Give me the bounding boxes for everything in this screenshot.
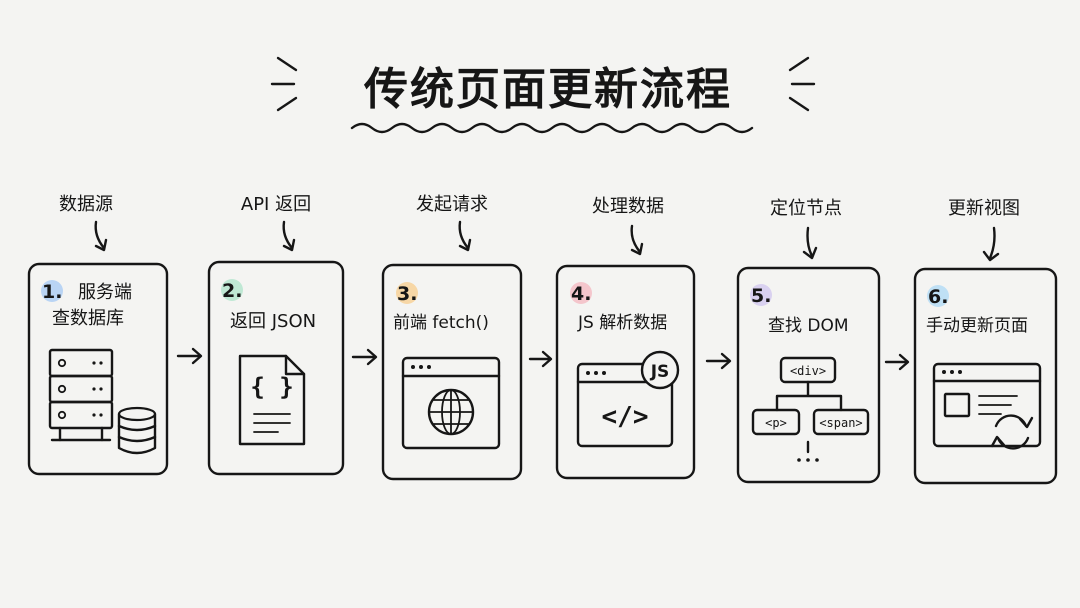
step-4-caption: 处理数据 (592, 196, 664, 217)
step-3-badge (396, 282, 418, 304)
server-database-icon (48, 348, 157, 455)
step-1-number: 1. (42, 281, 62, 303)
js-code-window-icon: </> JS (576, 350, 680, 448)
connector-arrow-4 (705, 352, 732, 370)
title-accent-right (788, 56, 816, 112)
step-6-badge (927, 285, 949, 307)
title-underline-wave (350, 122, 754, 134)
diagram-title: 传统页面更新流程 (363, 64, 732, 115)
caption-arrow-3 (458, 220, 472, 252)
step-1-line-1: 服务端 (78, 282, 132, 303)
js-badge-text: JS (650, 362, 670, 382)
connector-arrow-1 (176, 347, 203, 365)
step-1-caption: 数据源 (59, 194, 113, 215)
caption-arrow-5 (802, 226, 818, 260)
step-2-line-1: 返回 JSON (230, 311, 316, 332)
step-5-line-1: 查找 DOM (768, 316, 849, 336)
browser-globe-icon (401, 356, 501, 450)
caption-arrow-2 (282, 220, 296, 252)
dom-root-node: <div> (790, 364, 826, 378)
step-4-number: 4. (571, 283, 591, 305)
step-2-badge (221, 279, 243, 301)
step-3-box (381, 263, 523, 481)
title-accent-left (270, 56, 298, 112)
refresh-window-icon (932, 362, 1042, 450)
connector-arrow-5 (884, 353, 910, 371)
step-6-line-1: 手动更新页面 (926, 316, 1028, 336)
caption-arrow-4 (630, 224, 644, 256)
step-3-number: 3. (397, 283, 417, 305)
step-2-caption: API 返回 (241, 194, 311, 215)
step-4-badge (570, 282, 592, 304)
step-6-box (913, 267, 1058, 485)
step-2-box (207, 260, 345, 476)
step-3-caption: 发起请求 (416, 194, 488, 215)
step-1-badge (41, 280, 63, 302)
caption-arrow-1 (94, 220, 108, 252)
connector-arrow-2 (351, 348, 378, 366)
connector-arrow-3 (528, 350, 553, 368)
step-5-badge (750, 284, 772, 306)
step-4-line-1: JS 解析数据 (577, 313, 667, 333)
caption-arrow-6 (982, 226, 1000, 262)
step-5-box (736, 266, 881, 484)
step-3-line-1: 前端 fetch() (393, 313, 489, 333)
step-6-caption: 更新视图 (948, 198, 1020, 219)
dom-tree-icon: <div> <p> <span> (751, 356, 870, 462)
step-4-box (555, 264, 696, 480)
step-5-caption: 定位节点 (770, 198, 842, 219)
step-6-number: 6. (928, 286, 948, 308)
step-2-number: 2. (222, 280, 242, 302)
json-document-icon: { } (238, 354, 306, 446)
step-5-number: 5. (751, 285, 771, 307)
dom-left-node: <p> (765, 416, 787, 430)
svg-text:{ }: { } (250, 373, 293, 401)
step-1-box (27, 262, 169, 476)
code-symbol: </> (602, 402, 649, 432)
dom-right-node: <span> (819, 416, 862, 430)
step-1-line-2: 查数据库 (52, 308, 124, 329)
